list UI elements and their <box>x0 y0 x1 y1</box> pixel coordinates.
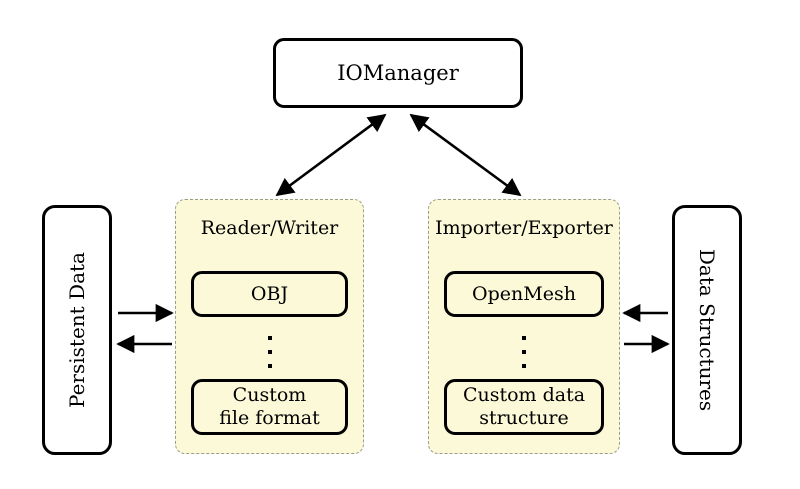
io-manager-node[interactable]: IOManager <box>273 38 523 108</box>
importer-exporter-item-openmesh[interactable]: OpenMesh <box>444 271 604 317</box>
dot-icon <box>267 364 272 368</box>
data-structures-node[interactable]: Data Structures <box>672 205 742 455</box>
importer-exporter-item-openmesh-label: OpenMesh <box>472 282 576 305</box>
dot-icon <box>522 336 526 340</box>
reader-writer-item-obj[interactable]: OBJ <box>191 271 348 317</box>
panel-reader-writer[interactable]: Reader/Writer OBJ Custom file format <box>175 199 364 454</box>
panel-importer-exporter-title: Importer/Exporter <box>435 217 613 239</box>
dot-icon <box>267 336 272 340</box>
importer-exporter-ellipsis-icon <box>429 336 619 368</box>
reader-writer-item-obj-label: OBJ <box>250 282 289 305</box>
importer-exporter-item-custom-data-structure[interactable]: Custom data structure <box>444 379 604 435</box>
persistent-data-label: Persistent Data <box>65 252 90 408</box>
importer-exporter-item-custom-line2: structure <box>479 407 569 429</box>
reader-writer-item-custom-line1: Custom <box>232 384 307 407</box>
dot-icon <box>522 364 526 368</box>
panel-reader-writer-title: Reader/Writer <box>200 217 339 239</box>
dot-icon <box>267 350 272 354</box>
arrow-manager-importer-exporter <box>409 113 522 197</box>
importer-exporter-item-custom-line1: Custom data <box>462 384 586 407</box>
panel-importer-exporter[interactable]: Importer/Exporter OpenMesh Custom data s… <box>428 199 620 454</box>
reader-writer-item-custom-file-format[interactable]: Custom file format <box>191 379 348 435</box>
dot-icon <box>522 350 526 354</box>
arrow-manager-reader-writer <box>275 113 387 197</box>
reader-writer-item-custom-line2: file format <box>219 407 320 429</box>
data-structures-label: Data Structures <box>695 248 719 412</box>
io-manager-label: IOManager <box>337 60 459 85</box>
persistent-data-node[interactable]: Persistent Data <box>42 205 112 455</box>
reader-writer-ellipsis-icon <box>176 336 363 368</box>
